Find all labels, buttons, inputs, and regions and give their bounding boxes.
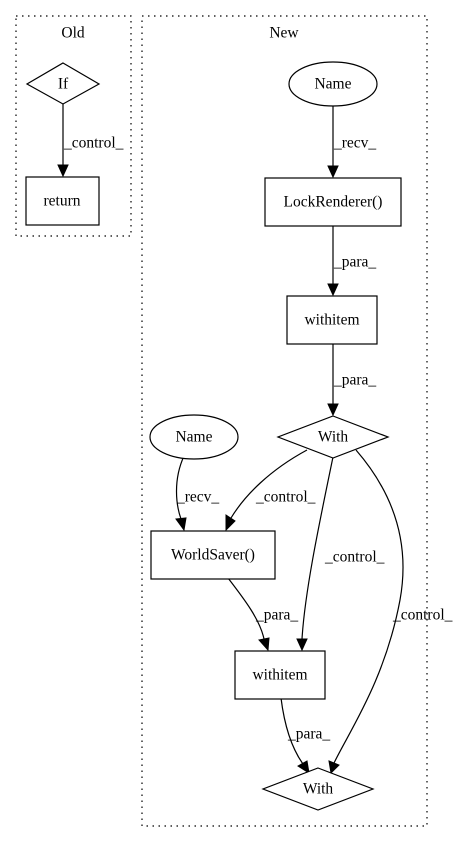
edge-name-worldsaver: _recv_ bbox=[175, 455, 219, 532]
edge-withitem-bottom-with-bottom: _para_ bbox=[280, 697, 330, 775]
edge-label-with-withitem-bottom: _control_ bbox=[324, 549, 385, 566]
edge-label-with-with-bottom: _control_ bbox=[392, 607, 453, 624]
node-lockrenderer-label: LockRenderer() bbox=[284, 194, 383, 211]
node-name-top-label: Name bbox=[314, 76, 351, 93]
node-name-left-label: Name bbox=[175, 429, 212, 446]
cluster-new: New bbox=[141, 15, 428, 827]
node-withitem-bottom: withitem bbox=[234, 650, 326, 700]
edge-label-worldsaver-withitem-bottom: _para_ bbox=[255, 607, 298, 624]
edge-name-lockrenderer: _recv_ bbox=[327, 106, 376, 179]
cluster-old: Old bbox=[15, 15, 132, 237]
node-if: If bbox=[25, 62, 101, 105]
edge-label-withitem-with: _para_ bbox=[333, 372, 376, 389]
edge-lockrenderer-withitem: _para_ bbox=[327, 226, 376, 297]
edge-label-if-return: _control_ bbox=[63, 135, 124, 152]
node-if-label: If bbox=[58, 76, 69, 93]
node-withitem-top-label: withitem bbox=[304, 312, 359, 329]
edge-label-withitem-bottom-with-bottom: _para_ bbox=[287, 726, 330, 743]
edge-withitem-with: _para_ bbox=[327, 344, 376, 417]
node-with-bottom: With bbox=[261, 767, 375, 811]
cluster-new-label: New bbox=[269, 25, 299, 42]
node-lockrenderer: LockRenderer() bbox=[264, 177, 402, 227]
edge-with-with-bottom: _control_ bbox=[328, 449, 453, 775]
edge-with-withitem-bottom: _control_ bbox=[296, 456, 385, 652]
node-name-top: Name bbox=[288, 61, 378, 107]
edge-label-name-worldsaver: _recv_ bbox=[176, 489, 219, 506]
node-with-bottom-label: With bbox=[303, 781, 334, 798]
node-name-left: Name bbox=[149, 414, 239, 460]
node-worldsaver: WorldSaver() bbox=[150, 530, 276, 580]
node-with-top-label: With bbox=[318, 429, 349, 446]
edge-worldsaver-withitem-bottom: _para_ bbox=[227, 577, 298, 652]
node-with-top: With bbox=[276, 415, 390, 459]
node-return-label: return bbox=[43, 193, 80, 210]
node-withitem-bottom-label: withitem bbox=[252, 667, 307, 684]
node-withitem-top: withitem bbox=[286, 295, 378, 345]
edge-if-return: _control_ bbox=[57, 103, 124, 178]
node-return: return bbox=[25, 176, 100, 226]
edge-label-with-worldsaver: _control_ bbox=[255, 489, 316, 506]
cluster-old-label: Old bbox=[61, 25, 85, 42]
edge-with-worldsaver: _control_ bbox=[225, 449, 316, 532]
node-worldsaver-label: WorldSaver() bbox=[171, 547, 255, 564]
edge-label-lockrenderer-withitem: _para_ bbox=[333, 254, 376, 271]
edge-label-name-lockrenderer: _recv_ bbox=[333, 135, 376, 152]
